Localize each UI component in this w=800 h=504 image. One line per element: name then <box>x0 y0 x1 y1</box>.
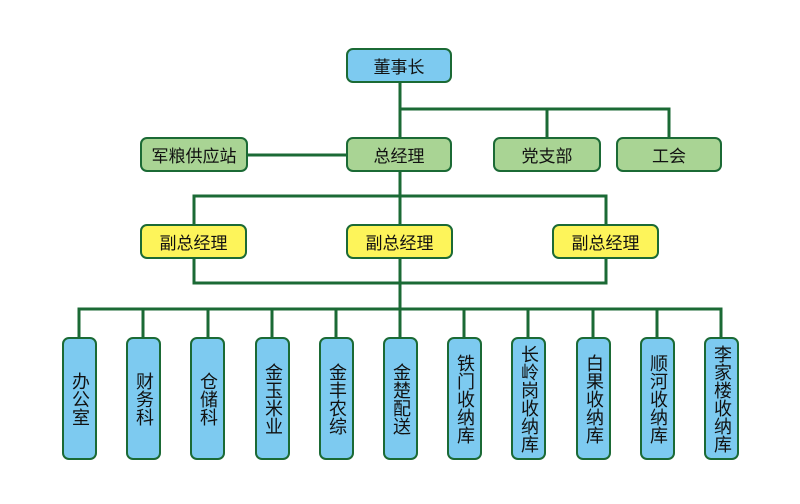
dept-lijialou-box: 李家楼收纳库 <box>704 337 739 460</box>
deputy-gm-box-2: 副总经理 <box>346 224 453 259</box>
dept-office-box: 办公室 <box>62 337 97 460</box>
dept-label: 仓储科 <box>197 371 218 426</box>
dept-jinfeng-box: 金丰农综 <box>319 337 354 460</box>
dept-label: 顺河收纳库 <box>647 353 668 444</box>
supply-station-label: 军粮供应站 <box>151 147 237 167</box>
labor-union-label: 工会 <box>652 147 686 167</box>
party-branch-box: 党支部 <box>493 137 601 172</box>
dept-tiemen-box: 铁门收纳库 <box>447 337 482 460</box>
dept-label: 金楚配送 <box>390 362 411 435</box>
deputy-gm-label: 副总经理 <box>365 234 434 254</box>
dept-label: 办公室 <box>69 371 90 426</box>
deputy-gm-box-3: 副总经理 <box>552 224 659 259</box>
dept-jinchu-box: 金楚配送 <box>383 337 418 460</box>
dept-shunhe-box: 顺河收纳库 <box>640 337 675 460</box>
dept-baiguo-box: 白果收纳库 <box>576 337 611 460</box>
deputy-gm-label: 副总经理 <box>159 234 228 254</box>
dept-label: 白果收纳库 <box>583 353 604 444</box>
labor-union-box: 工会 <box>616 137 722 172</box>
chairman-box: 董事长 <box>346 48 452 83</box>
dept-jinyumi-box: 金玉米业 <box>255 337 290 460</box>
chairman-label: 董事长 <box>373 58 425 78</box>
dept-label: 李家楼收纳库 <box>711 344 732 453</box>
dept-label: 财务科 <box>133 371 154 426</box>
general-manager-label: 总经理 <box>373 147 425 167</box>
deputy-gm-box-1: 副总经理 <box>140 224 247 259</box>
dept-changlinggang-box: 长岭岗收纳库 <box>511 337 546 460</box>
party-branch-label: 党支部 <box>521 147 573 167</box>
dept-storage-box: 仓储科 <box>190 337 225 460</box>
dept-label: 金玉米业 <box>262 362 283 435</box>
dept-label: 长岭岗收纳库 <box>518 344 539 453</box>
general-manager-box: 总经理 <box>346 137 452 172</box>
supply-station-box: 军粮供应站 <box>140 137 248 172</box>
dept-finance-box: 财务科 <box>126 337 161 460</box>
dept-label: 金丰农综 <box>326 362 347 435</box>
dept-label: 铁门收纳库 <box>454 353 475 444</box>
deputy-gm-label: 副总经理 <box>571 234 640 254</box>
